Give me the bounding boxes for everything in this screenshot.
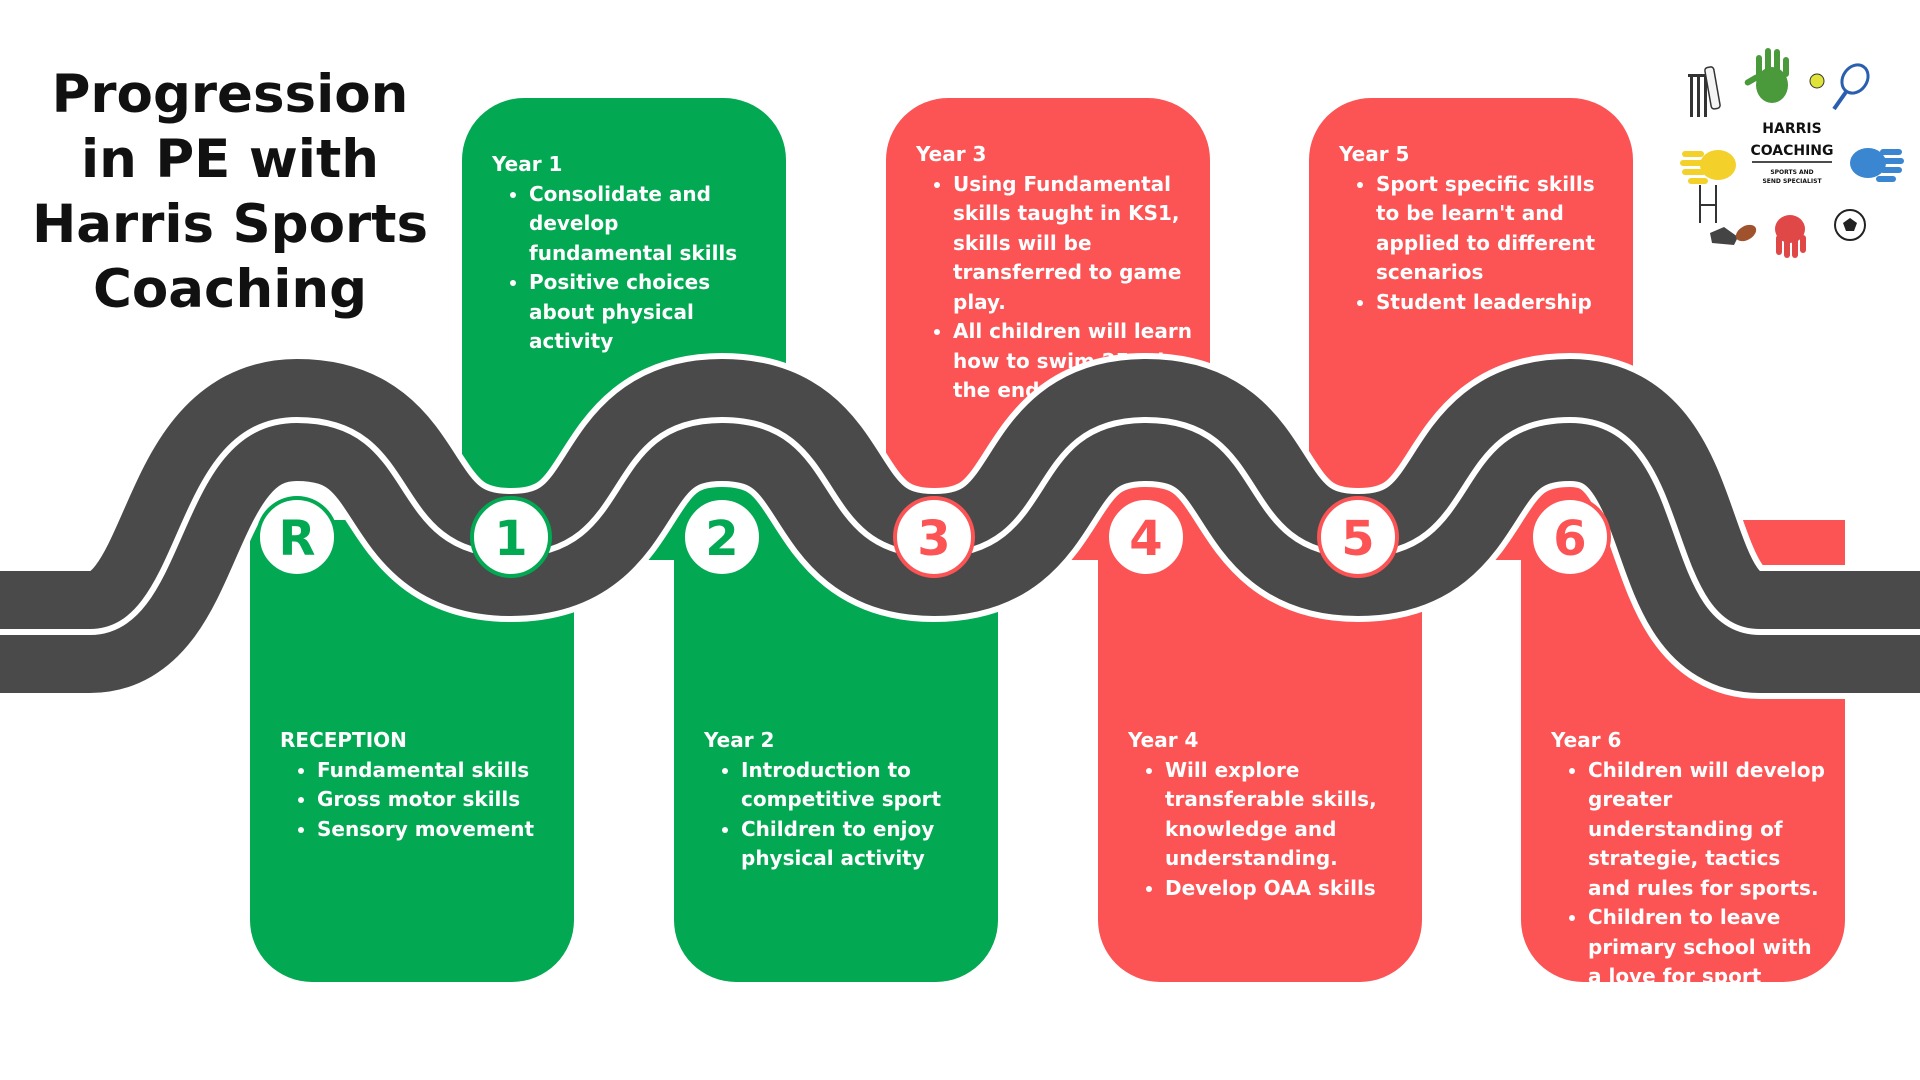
tennis-racket-icon (1834, 60, 1873, 109)
red-handprint-icon (1775, 215, 1806, 258)
marker-year-4: 4 (1107, 498, 1185, 576)
football-boot-icon (1710, 227, 1738, 245)
logo-line-4: SEND SPECIALIST (1762, 178, 1822, 185)
yellow-handprint-icon (1680, 150, 1736, 184)
marker-year-5: 5 (1319, 498, 1397, 576)
marker-label: 1 (494, 511, 527, 567)
marker-year-1: 1 (472, 498, 550, 576)
marker-label: 3 (917, 511, 950, 567)
marker-label: 5 (1341, 511, 1374, 567)
logo-line-1: HARRIS (1762, 121, 1821, 137)
harris-coaching-logo: HARRIS COACHING SPORTS AND SEND SPECIALI… (1680, 45, 1905, 260)
green-handprint-icon (1744, 48, 1789, 103)
marker-label: 2 (705, 511, 738, 567)
logo-line-3: SPORTS AND (1770, 169, 1813, 176)
cricket-icon (1688, 66, 1721, 117)
marker-reception: R (258, 498, 336, 576)
marker-year-6: 6 (1531, 498, 1609, 576)
marker-label: 4 (1129, 511, 1162, 567)
marker-label: 6 (1553, 511, 1586, 567)
rugby-ball-icon (1733, 221, 1759, 244)
marker-label: R (279, 511, 316, 567)
football-icon (1835, 210, 1865, 240)
tennis-ball-icon (1810, 74, 1824, 88)
rugby-posts-icon (1700, 185, 1716, 223)
marker-year-3: 3 (895, 498, 973, 576)
marker-year-2: 2 (683, 498, 761, 576)
logo-line-2: COACHING (1750, 143, 1833, 159)
blue-handprint-icon (1850, 148, 1904, 182)
